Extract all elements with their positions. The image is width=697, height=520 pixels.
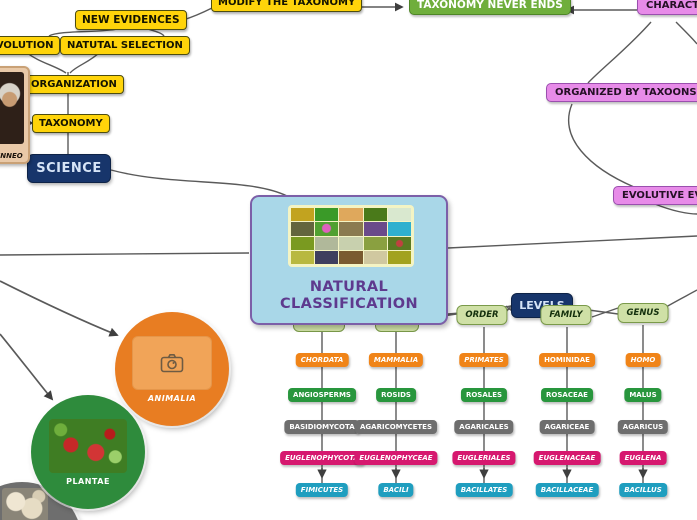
cell-mammalia[interactable]: MAMMALIA	[368, 353, 424, 367]
plantae-label: PLANTAE	[66, 476, 110, 486]
cell-rosaceae[interactable]: ROSACEAE	[541, 388, 593, 402]
cell-agaricales[interactable]: AGARICALES	[454, 420, 514, 434]
node-linneo[interactable]: LINNEO	[0, 66, 30, 164]
linneo-caption: LINNEO	[0, 152, 23, 160]
cell-primates[interactable]: PRIMATES	[459, 353, 509, 367]
cell-angiosperms[interactable]: ANGIOSPERMS	[288, 388, 356, 402]
animalia-label: ANIMALIA	[147, 393, 197, 403]
cell-malus[interactable]: MALUS	[624, 388, 662, 402]
node-organization[interactable]: ORGANIZATION	[24, 75, 124, 94]
node-order[interactable]: ORDER	[456, 305, 508, 325]
linneo-portrait-image	[0, 72, 24, 144]
cell-euglenaceae[interactable]: EUGLENACEAE	[533, 451, 601, 465]
node-natural-classification[interactable]: NATURAL CLASSIFICATION	[250, 195, 448, 325]
cell-bacili[interactable]: BACILI	[378, 483, 414, 497]
node-science[interactable]: SCIENCE	[27, 154, 111, 183]
cell-chordata[interactable]: CHORDATA	[295, 353, 349, 367]
cell-euglenophyceae[interactable]: EUGLENOPHYCEAE	[354, 451, 438, 465]
cell-rosales[interactable]: ROSALES	[460, 388, 508, 402]
node-evolutive-evidences[interactable]: EVOLUTIVE EV	[613, 186, 697, 205]
cell-euglenophycota[interactable]: EUGLENOPHYCOTA	[280, 451, 364, 465]
node-taxonomy[interactable]: TAXONOMY	[32, 114, 110, 133]
cell-eugleriales[interactable]: EUGLERIALES	[452, 451, 516, 465]
cell-euglena[interactable]: EUGLENA	[619, 451, 667, 465]
node-evolution[interactable]: EVOLUTION	[0, 36, 61, 55]
central-title: NATURAL CLASSIFICATION	[279, 279, 419, 312]
nature-collage-image	[288, 205, 414, 267]
node-taxonomy-never-ends[interactable]: TAXONOMY NEVER ENDS	[409, 0, 571, 15]
node-charact[interactable]: CHARACT	[637, 0, 697, 15]
cell-basidiomycota[interactable]: BASIDIOMYCOTA	[284, 420, 360, 434]
apple-tree-photo	[49, 418, 127, 473]
cell-fimicutes[interactable]: FIMICUTES	[295, 483, 349, 497]
cell-homo[interactable]: HOMO	[625, 353, 661, 367]
cell-hominidae[interactable]: HOMINIDAE	[539, 353, 595, 367]
cell-bacillaceae[interactable]: BACILLACEAE	[535, 483, 599, 497]
node-family[interactable]: FAMILY	[540, 305, 592, 325]
cell-agaricomycetes[interactable]: AGARICOMYCETES	[355, 420, 437, 434]
cell-bacillates[interactable]: BACILLATES	[455, 483, 513, 497]
node-organized-by-taxoons[interactable]: ORGANIZED BY TAXOONS	[546, 83, 697, 102]
cell-agariceae[interactable]: AGARICEAE	[539, 420, 595, 434]
camera-icon	[160, 353, 184, 372]
cell-rosids[interactable]: ROSIDS	[376, 388, 416, 402]
cell-agaricus[interactable]: AGARICUS	[617, 420, 669, 434]
node-modify-the-taxonomy[interactable]: MODIFY THE TAXONOMY	[211, 0, 363, 12]
node-plantae[interactable]: PLANTAE	[31, 395, 145, 509]
node-animalia[interactable]: ANIMALIA	[115, 312, 229, 426]
mushroom-photo	[2, 488, 48, 520]
cell-bacillus[interactable]: BACILLUS	[619, 483, 667, 497]
node-natutal-selection[interactable]: NATUTAL SELECTION	[60, 36, 190, 55]
image-placeholder	[132, 335, 212, 390]
node-new-evidences[interactable]: NEW EVIDENCES	[75, 10, 187, 30]
node-genus[interactable]: GENUS	[617, 303, 669, 323]
